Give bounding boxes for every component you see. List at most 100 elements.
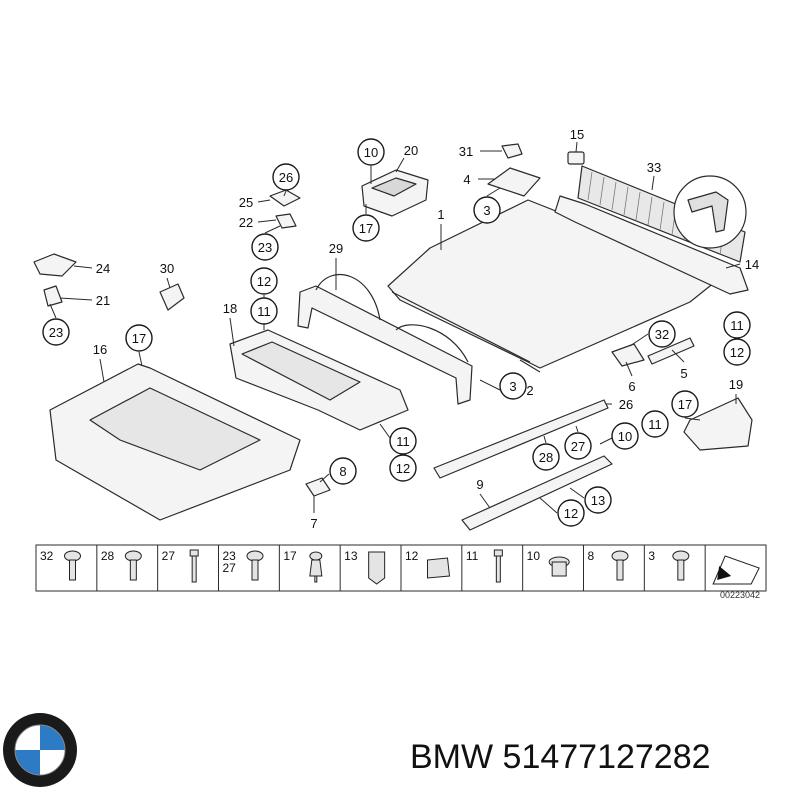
callout-circle (473, 196, 501, 224)
leader-c15 (575, 141, 578, 153)
callout-circle (251, 233, 279, 261)
fastener-label: 13 (344, 549, 358, 563)
callout-12: 12 (723, 338, 751, 366)
flange-screw-icon (246, 550, 264, 581)
hex-bolt-icon (493, 549, 503, 583)
callout-17: 17 (125, 324, 153, 352)
screw-icon (611, 550, 629, 581)
callout-1: 1 (437, 207, 444, 222)
callout-label: 31 (459, 144, 473, 159)
fastener-cell-6: 12 (405, 549, 451, 579)
fastener-cell-5: 13 (344, 549, 386, 585)
part-floor-panel (387, 199, 721, 369)
callout-label: 24 (96, 261, 110, 276)
leader-c23a (264, 225, 281, 234)
leader-c20 (395, 157, 405, 173)
callout-8: 8 (329, 457, 357, 485)
callout-31: 31 (459, 144, 473, 159)
fastener-cell-1: 28 (101, 549, 142, 581)
fastener-label: 32 (40, 549, 54, 563)
callout-circle (125, 324, 153, 352)
part-seal-strip (433, 399, 609, 479)
callout-17: 17 (352, 214, 380, 242)
leader-c22 (257, 219, 277, 223)
callout-label: 3 (483, 203, 490, 218)
fastener-label: 10 (527, 549, 541, 563)
callout-circle (723, 338, 751, 366)
callout-label: 23 (49, 325, 63, 340)
callout-label: 19 (729, 377, 743, 392)
callout-23: 23 (42, 318, 70, 346)
callout-label: 28 (539, 450, 553, 465)
part-cover-25 (269, 189, 301, 207)
leader-c25 (257, 199, 271, 203)
callout-19: 19 (729, 377, 743, 392)
grommet-icon (548, 556, 570, 577)
callout-15: 15 (570, 127, 584, 142)
callout-20: 20 (404, 143, 418, 158)
leader-c5 (671, 349, 685, 363)
callout-circle (272, 163, 300, 191)
callout-label: 26 (279, 170, 293, 185)
callout-circle (42, 318, 70, 346)
leader-c6 (625, 361, 633, 377)
expanding-rivet-icon (309, 551, 323, 583)
leader-c3a (486, 187, 501, 197)
callout-label: 21 (96, 293, 110, 308)
leader-c8 (319, 473, 330, 483)
part-clip-8 (305, 477, 331, 497)
callout-12: 12 (389, 454, 417, 482)
part-clip-21 (43, 285, 63, 307)
callout-10: 10 (357, 138, 385, 166)
leader-c18 (229, 317, 235, 347)
callout-label: 7 (310, 516, 317, 531)
callout-circle (584, 486, 612, 514)
leader-lines (49, 141, 741, 514)
callout-label: 1 (437, 207, 444, 222)
part-divider-ring-a (315, 274, 381, 321)
callout-23: 23 (251, 233, 279, 261)
part-grommet-31 (501, 143, 523, 159)
fastener-label: 8 (588, 549, 595, 563)
part-lower-rail (461, 455, 613, 531)
callout-32: 32 (648, 320, 676, 348)
fastener-cell-2: 27 (162, 549, 199, 583)
callout-label: 9 (476, 477, 483, 492)
leader-c13 (569, 487, 585, 499)
callout-label: 16 (93, 342, 107, 357)
torx-screw-icon (64, 550, 81, 581)
callout-circle (564, 432, 592, 460)
part-number-caption: BMW 51477127282 (410, 738, 711, 776)
callout-circle (499, 372, 527, 400)
leader-c28 (543, 435, 547, 444)
fastener-label: 11 (466, 549, 479, 563)
callout-label: 12 (257, 274, 271, 289)
bmw-logo (3, 713, 77, 787)
callout-circle (357, 138, 385, 166)
diagram-number: 00223042 (720, 590, 760, 600)
callout-circle (671, 390, 699, 418)
callout-label: 17 (678, 397, 692, 412)
part-strut-6 (611, 343, 645, 367)
callout-3: 3 (473, 196, 501, 224)
callout-label: 5 (680, 366, 687, 381)
callout-label: 10 (618, 429, 632, 444)
callout-label: 26 (619, 397, 633, 412)
callout-label: 32 (655, 327, 669, 342)
callout-circle (648, 320, 676, 348)
leader-c11c (379, 423, 391, 439)
callout-label: 18 (223, 301, 237, 316)
callout-10: 10 (611, 422, 639, 450)
leader-c21 (59, 297, 93, 301)
callout-circle (557, 499, 585, 527)
callout-circle (641, 410, 669, 438)
callout-24: 24 (96, 261, 110, 276)
callout-label: 22 (239, 215, 253, 230)
fastener-label: 27 (223, 561, 237, 575)
part-clip-22 (275, 213, 297, 229)
fastener-label: 23 (223, 549, 237, 563)
callout-label: 11 (648, 417, 662, 432)
leader-c32a (629, 333, 649, 347)
